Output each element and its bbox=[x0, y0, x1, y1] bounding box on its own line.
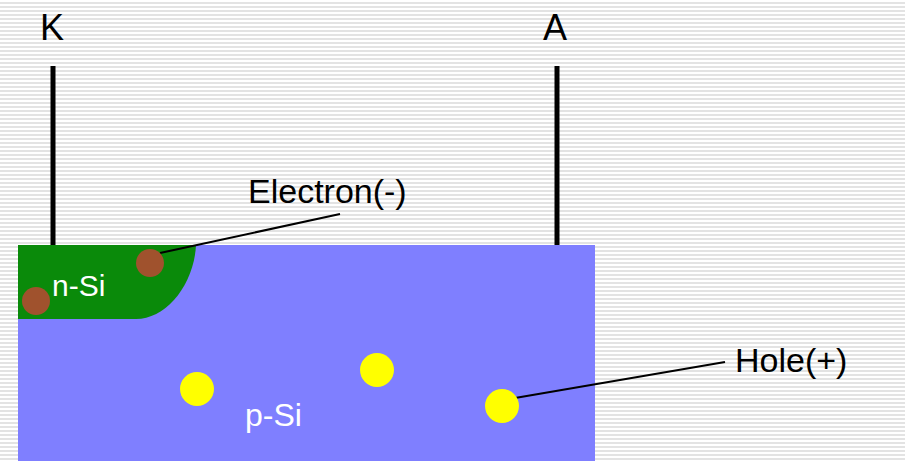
anode-wire bbox=[555, 66, 560, 246]
anode-label: A bbox=[543, 10, 567, 46]
n-region-fill bbox=[18, 245, 196, 319]
hole-dot bbox=[485, 389, 519, 423]
electron-dot bbox=[22, 287, 50, 315]
electron-dot bbox=[136, 249, 164, 277]
electron-label: Electron(-) bbox=[248, 174, 407, 208]
hole-dot bbox=[360, 353, 394, 387]
region-label: n-Si bbox=[52, 271, 105, 301]
region-label: p-Si bbox=[245, 399, 302, 431]
cathode-wire bbox=[51, 66, 56, 246]
hole-dot bbox=[180, 372, 214, 406]
hole-label: Hole(+) bbox=[735, 343, 847, 377]
p-silicon-region: p-Si n-Si bbox=[18, 245, 595, 461]
cathode-label: K bbox=[40, 10, 64, 46]
leader-line bbox=[160, 214, 340, 253]
leader-line bbox=[515, 362, 725, 398]
